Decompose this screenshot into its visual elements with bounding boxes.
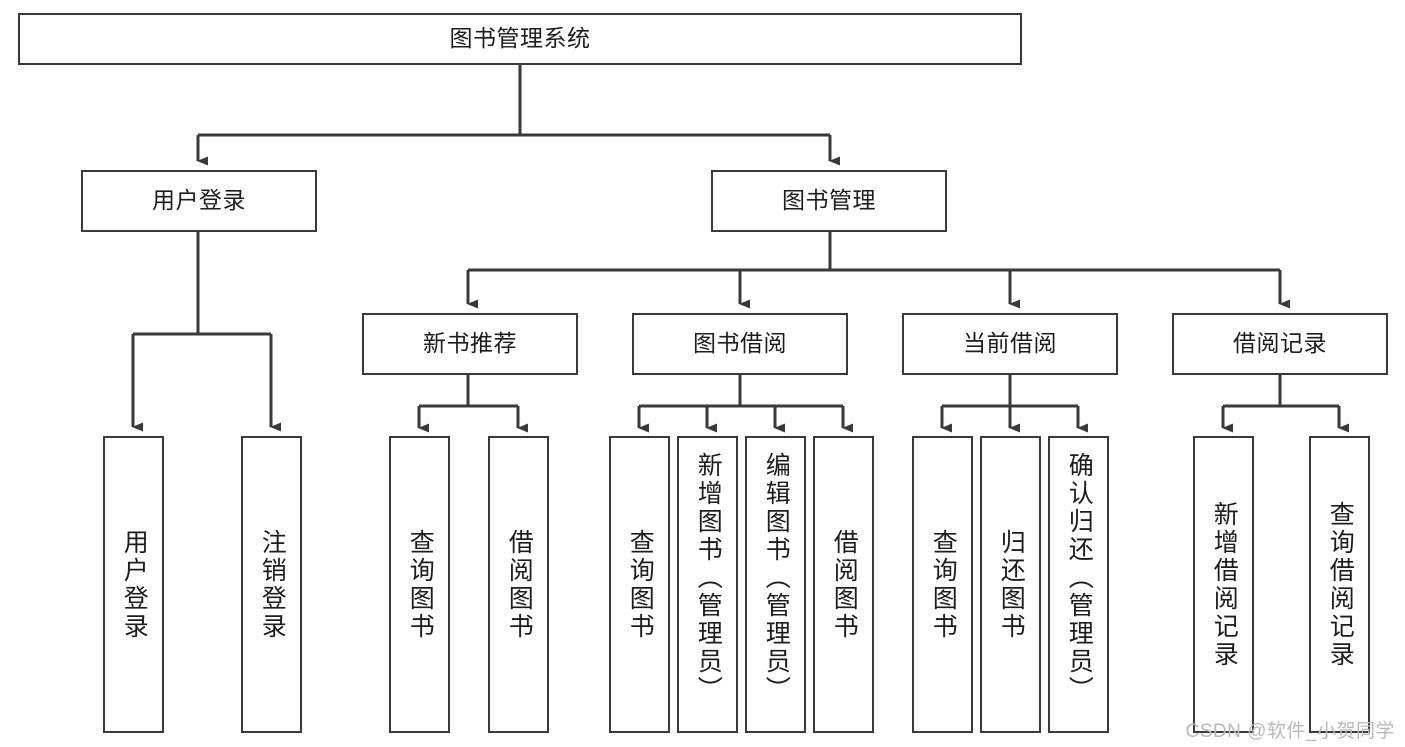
node-leaf-record-query-label: 查询借阅记录 bbox=[1326, 500, 1355, 669]
node-borrow-record[interactable]: 借阅记录 bbox=[1172, 313, 1388, 375]
node-leaf-newbook-borrow[interactable]: 借阅图书 bbox=[488, 436, 549, 733]
node-leaf-borrow-query[interactable]: 查询图书 bbox=[609, 436, 670, 733]
node-leaf-borrow-borrow-label: 借阅图书 bbox=[830, 528, 859, 641]
node-leaf-borrow-add-label: 新增图书（管理员） bbox=[694, 452, 723, 704]
node-book-borrow-label: 图书借阅 bbox=[693, 330, 787, 357]
node-leaf-borrow-add[interactable]: 新增图书（管理员） bbox=[677, 436, 738, 733]
node-borrow-record-label: 借阅记录 bbox=[1233, 330, 1327, 357]
node-leaf-current-query[interactable]: 查询图书 bbox=[912, 436, 973, 733]
node-current-borrow-label: 当前借阅 bbox=[963, 330, 1057, 357]
watermark: CSDN @软件_小贺同学 bbox=[1185, 721, 1395, 742]
node-leaf-user-login-logout[interactable]: 注销登录 bbox=[241, 436, 302, 733]
node-leaf-user-login-logout-label: 注销登录 bbox=[258, 528, 287, 641]
node-leaf-current-confirm-return-label: 确认归还（管理员） bbox=[1065, 452, 1094, 704]
node-current-borrow[interactable]: 当前借阅 bbox=[902, 313, 1118, 375]
node-leaf-borrow-edit-label: 编辑图书（管理员） bbox=[762, 452, 791, 704]
node-leaf-record-query[interactable]: 查询借阅记录 bbox=[1309, 436, 1370, 733]
node-user-login-label: 用户登录 bbox=[152, 187, 246, 214]
node-new-book-recommend[interactable]: 新书推荐 bbox=[362, 313, 578, 375]
node-root-system[interactable]: 图书管理系统 bbox=[18, 13, 1022, 65]
node-leaf-borrow-edit[interactable]: 编辑图书（管理员） bbox=[745, 436, 806, 733]
node-user-login[interactable]: 用户登录 bbox=[81, 170, 317, 232]
node-leaf-current-confirm-return[interactable]: 确认归还（管理员） bbox=[1048, 436, 1109, 733]
node-leaf-newbook-query-label: 查询图书 bbox=[406, 528, 435, 641]
node-leaf-newbook-borrow-label: 借阅图书 bbox=[505, 528, 534, 641]
node-leaf-newbook-query[interactable]: 查询图书 bbox=[389, 436, 450, 733]
node-book-borrow[interactable]: 图书借阅 bbox=[632, 313, 848, 375]
node-leaf-user-login-login-label: 用户登录 bbox=[120, 528, 149, 641]
node-leaf-borrow-query-label: 查询图书 bbox=[626, 528, 655, 641]
node-new-book-recommend-label: 新书推荐 bbox=[423, 330, 517, 357]
node-book-management-label: 图书管理 bbox=[782, 187, 876, 214]
node-leaf-record-add-label: 新增借阅记录 bbox=[1210, 500, 1239, 669]
node-leaf-current-return[interactable]: 归还图书 bbox=[980, 436, 1041, 733]
node-root-system-label: 图书管理系统 bbox=[449, 25, 591, 52]
node-leaf-current-return-label: 归还图书 bbox=[997, 528, 1026, 641]
node-leaf-record-add[interactable]: 新增借阅记录 bbox=[1193, 436, 1254, 733]
node-leaf-current-query-label: 查询图书 bbox=[929, 528, 958, 641]
node-leaf-user-login-login[interactable]: 用户登录 bbox=[103, 436, 164, 733]
node-book-management[interactable]: 图书管理 bbox=[711, 170, 947, 232]
node-leaf-borrow-borrow[interactable]: 借阅图书 bbox=[813, 436, 874, 733]
